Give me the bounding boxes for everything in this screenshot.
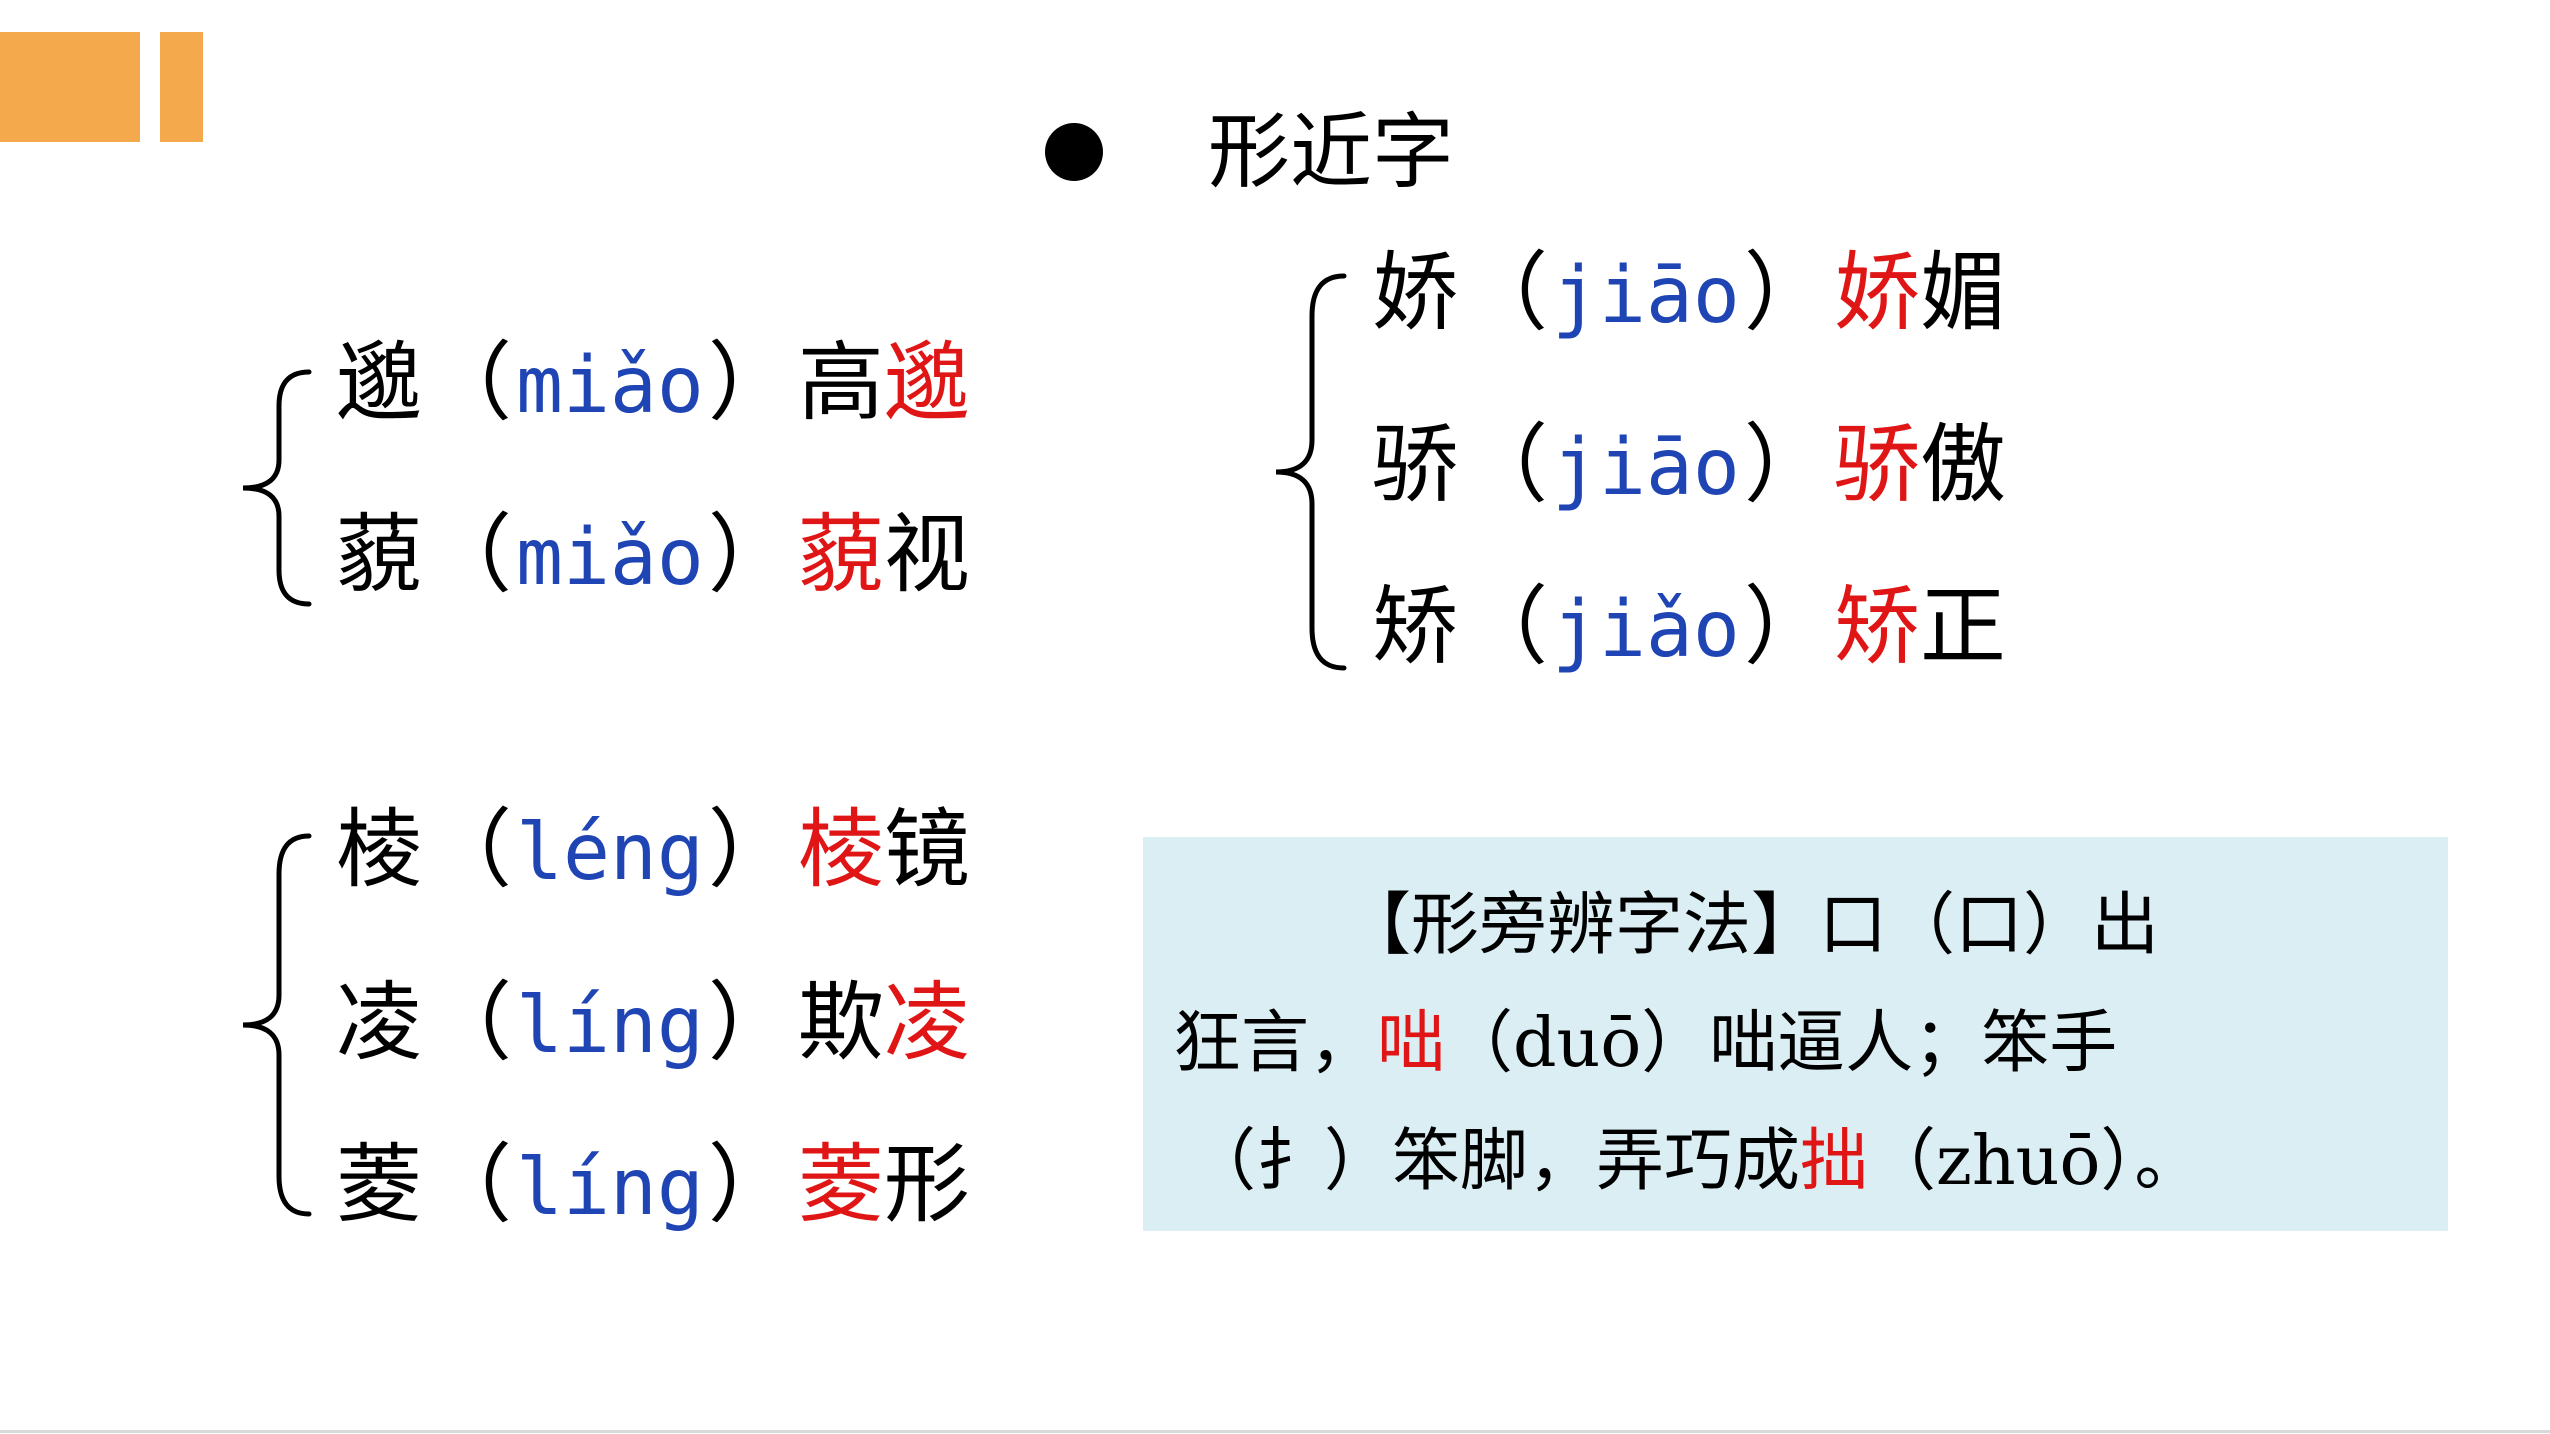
tip-line: 狂言，咄（duō）咄逼人；笨手	[1173, 985, 2418, 1103]
word-part-highlight: 娇	[1833, 243, 1920, 343]
target-char: 矫	[1372, 577, 1458, 677]
tip-line: 【形旁辨字法】口（口）出	[1173, 867, 2418, 985]
close-paren: ）	[707, 333, 794, 433]
close-paren: ）	[707, 973, 794, 1073]
open-paren: （	[426, 1135, 512, 1235]
tip-text: 【形旁辨字法】口（口）出	[1343, 886, 2160, 965]
accent-block-large	[0, 32, 140, 142]
word-part: 媚	[1919, 243, 2006, 343]
pinyin: jiāo	[1552, 251, 1740, 341]
tip-highlight: 咄	[1377, 1004, 1446, 1083]
open-paren: （	[426, 505, 512, 605]
word-row: 凌（líng）欺凌	[336, 968, 970, 1081]
close-paren: ）	[1743, 243, 1830, 343]
tip-text: （扌）笨脚，弄巧成	[1188, 1122, 1801, 1201]
page-title: 形近字	[1208, 105, 1455, 200]
pinyin: miǎo	[516, 513, 704, 603]
word-row: 娇（jiāo）娇媚	[1372, 238, 2006, 351]
pinyin: jiǎo	[1552, 585, 1740, 675]
word-part: 正	[1919, 577, 2006, 677]
target-char: 娇	[1372, 243, 1458, 343]
target-char: 棱	[336, 800, 422, 900]
target-char: 藐	[336, 505, 422, 605]
word-row: 骄（jiāo）骄傲	[1372, 410, 2006, 523]
close-paren: ）	[1743, 415, 1830, 515]
brace-icon	[1275, 273, 1347, 671]
word-part-highlight: 藐	[797, 505, 884, 605]
tip-text: （duō）咄逼人；笨手	[1445, 1004, 2118, 1083]
open-paren: （	[1462, 577, 1548, 677]
word-row: 棱（léng）棱镜	[336, 795, 970, 908]
pinyin: líng	[516, 981, 704, 1071]
word-part-highlight: 菱	[797, 1135, 884, 1235]
word-row: 藐（miǎo）藐视	[336, 500, 970, 613]
close-paren: ）	[707, 800, 794, 900]
open-paren: （	[426, 973, 512, 1073]
word-row: 菱（líng）菱形	[336, 1130, 970, 1243]
tip-highlight: 拙	[1800, 1122, 1869, 1201]
word-part-highlight: 骄	[1833, 415, 1920, 515]
pinyin: jiāo	[1552, 423, 1740, 513]
word-part-highlight: 邈	[883, 333, 970, 433]
open-paren: （	[426, 800, 512, 900]
word-part: 欺	[797, 973, 884, 1073]
word-part: 高	[797, 333, 884, 433]
open-paren: （	[426, 333, 512, 433]
tip-box: 【形旁辨字法】口（口）出 狂言，咄（duō）咄逼人；笨手 （扌）笨脚，弄巧成拙（…	[1143, 837, 2448, 1231]
target-char: 菱	[336, 1135, 422, 1235]
target-char: 邈	[336, 333, 422, 433]
brace-icon	[242, 833, 312, 1217]
word-part: 傲	[1919, 415, 2006, 515]
pinyin: líng	[516, 1143, 704, 1233]
word-part: 形	[883, 1135, 970, 1235]
accent-block-small	[160, 32, 203, 142]
target-char: 骄	[1372, 415, 1458, 515]
open-paren: （	[1462, 415, 1548, 515]
word-row: 邈（miǎo）高邈	[336, 328, 970, 441]
close-paren: ）	[1743, 577, 1830, 677]
word-part-highlight: 凌	[883, 973, 970, 1073]
pinyin: léng	[516, 808, 704, 898]
tip-text: 狂言，	[1173, 1004, 1378, 1083]
title-bullet-icon	[1045, 123, 1103, 181]
brace-icon	[242, 369, 312, 607]
open-paren: （	[1462, 243, 1548, 343]
bottom-divider	[0, 1430, 2550, 1433]
tip-line: （扌）笨脚，弄巧成拙（zhuō）。	[1173, 1103, 2418, 1221]
close-paren: ）	[707, 505, 794, 605]
close-paren: ）	[707, 1135, 794, 1235]
tip-text: （zhuō）。	[1868, 1122, 2203, 1201]
word-part-highlight: 矫	[1833, 577, 1920, 677]
word-row: 矫（jiǎo）矫正	[1372, 572, 2006, 685]
word-part: 视	[883, 505, 970, 605]
word-part-highlight: 棱	[797, 800, 884, 900]
word-part: 镜	[883, 800, 970, 900]
pinyin: miǎo	[516, 341, 704, 431]
target-char: 凌	[336, 973, 422, 1073]
